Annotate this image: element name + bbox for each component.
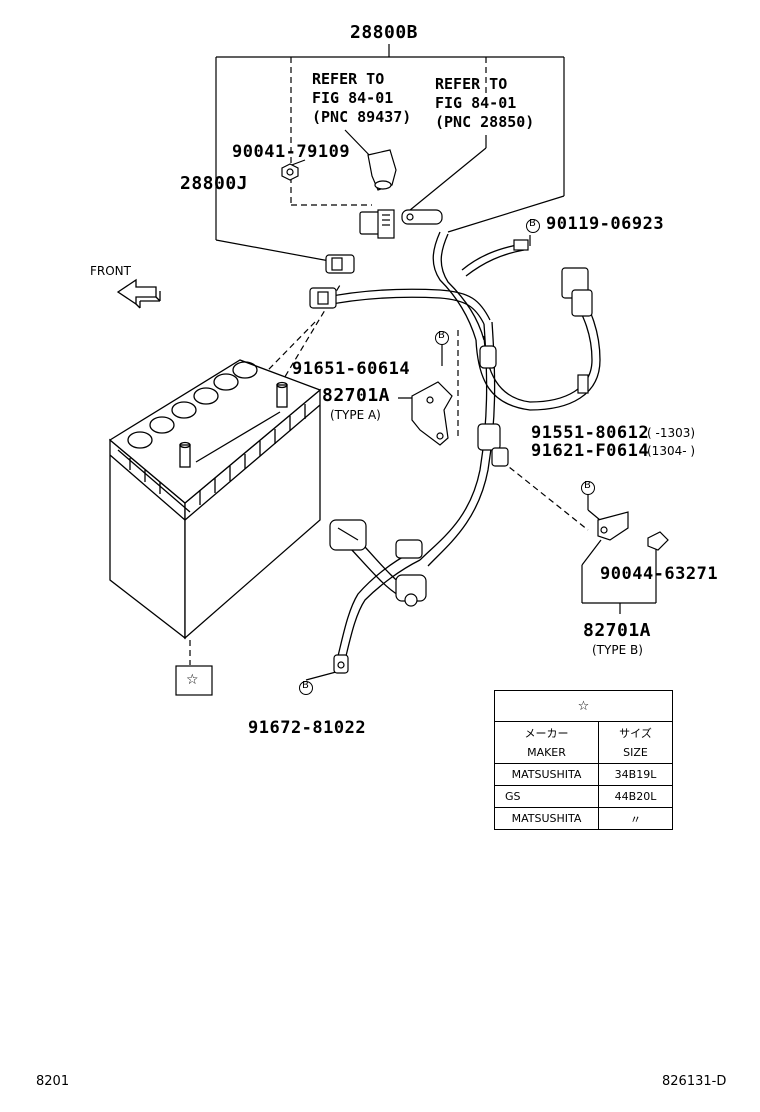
table-cell-size: 〃 (598, 807, 673, 830)
label-82701A-type-a: 82701A (322, 385, 391, 406)
table-row: GS 44B20L (494, 785, 673, 808)
table-header-maker: メーカー MAKER (494, 721, 599, 764)
battery-spec-table: ☆ メーカー MAKER サイズ SIZE MATSUSHITA 34B19L … (494, 690, 673, 830)
table-cell-size: 34B19L (598, 763, 673, 786)
refer-28850-line3: (PNC 28850) (435, 113, 535, 131)
table-cell-maker: GS (494, 785, 599, 808)
callout-b-label-4: B (302, 680, 309, 691)
callout-circles (299, 219, 595, 695)
label-type-b: (TYPE B) (592, 643, 643, 657)
refer-89437-line3: (PNC 89437) (312, 108, 412, 126)
size-jp: サイズ (619, 726, 652, 740)
refer-89437-line1: REFER TO (312, 70, 385, 88)
size-en: SIZE (623, 745, 648, 759)
callout-b-90119 (526, 219, 540, 233)
terminal-clamps (281, 149, 669, 674)
bracket-82701A-typeB (581, 539, 657, 614)
battery (108, 359, 322, 640)
label-type-a: (TYPE A) (330, 408, 381, 422)
refer-28850-line2: FIG 84-01 (435, 94, 517, 112)
label-91672-81022: 91672-81022 (248, 718, 367, 738)
maker-jp: メーカー (524, 726, 569, 740)
callout-b-91672 (299, 681, 313, 695)
callout-b-label-2: B (438, 330, 445, 341)
label-91651-60614: 91651-60614 (292, 359, 411, 379)
table-cell-size: 44B20L (598, 785, 673, 808)
footer-figure-code: 826131-D (662, 1074, 727, 1089)
label-82701A-type-b: 82701A (583, 620, 652, 641)
refer-28850-line1: REFER TO (435, 75, 508, 93)
maker-en: MAKER (527, 745, 566, 759)
label-front: FRONT (90, 264, 131, 278)
callout-b-label-3: B (584, 480, 591, 491)
table-star-header: ☆ (494, 690, 673, 722)
label-91551-range: ( -1303) (647, 426, 696, 440)
label-90119-06923: 90119-06923 (546, 214, 665, 234)
label-91621-F0614: 91621-F0614 (531, 441, 650, 461)
footer-page-code: 8201 (36, 1074, 70, 1089)
table-cell-maker: MATSUSHITA (494, 763, 599, 786)
table-row: MATSUSHITA 〃 (494, 807, 673, 830)
battery-cable-harness (321, 231, 601, 661)
table-cell-maker: MATSUSHITA (494, 807, 599, 830)
table-row: MATSUSHITA 34B19L (494, 763, 673, 786)
leader-lines (288, 129, 601, 681)
label-91621-range: (1304- ) (647, 444, 696, 458)
bracket-28800B (215, 44, 565, 263)
front-arrow-icon (116, 278, 161, 309)
label-90044-63271: 90044-63271 (600, 564, 719, 584)
table-header-size: サイズ SIZE (598, 721, 673, 764)
label-28800J: 28800J (180, 173, 249, 194)
refer-89437-line2: FIG 84-01 (312, 89, 394, 107)
callout-b-91551 (581, 481, 595, 495)
label-91551-80612: 91551-80612 (531, 423, 650, 443)
label-90041-79109: 90041-79109 (232, 142, 351, 162)
star-box-symbol: ☆ (186, 672, 199, 688)
callout-b-label-1: B (529, 218, 536, 229)
label-28800B: 28800B (350, 22, 419, 43)
callout-b-91651 (435, 331, 449, 345)
star-box (175, 665, 213, 696)
